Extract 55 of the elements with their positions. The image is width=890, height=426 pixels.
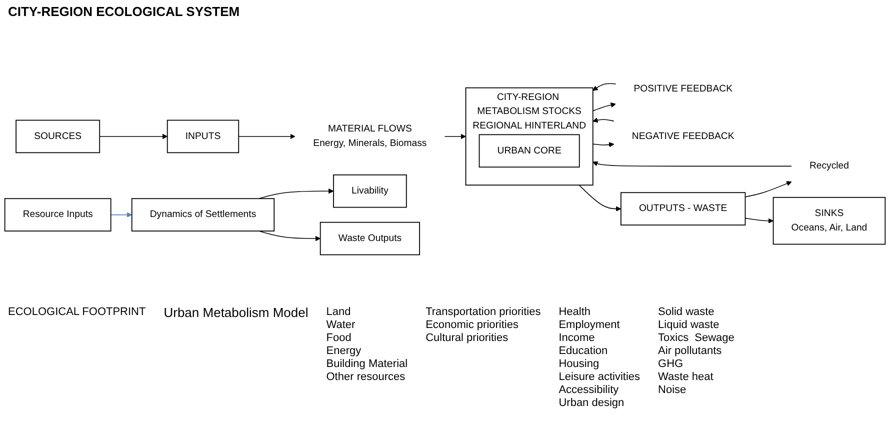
diagram-title: CITY-REGION ECOLOGICAL SYSTEM bbox=[8, 4, 240, 19]
list-item: Noise bbox=[658, 384, 688, 397]
arrow bbox=[578, 184, 622, 212]
list-item: Education bbox=[558, 345, 609, 358]
arrow bbox=[110, 212, 132, 218]
annotation-text: ECOLOGICAL FOOTPRINT bbox=[8, 306, 146, 319]
arrow bbox=[744, 181, 792, 198]
arrow bbox=[592, 162, 792, 167]
list-item: Sewage bbox=[694, 332, 734, 345]
list-item: Land bbox=[326, 306, 352, 319]
arrow bbox=[592, 83, 616, 92]
list-item: Building Material bbox=[326, 358, 408, 371]
list-item: Food bbox=[326, 332, 352, 345]
list-item: Toxics bbox=[658, 332, 689, 345]
list-item: Employment bbox=[558, 319, 621, 332]
node-text: Recycled bbox=[809, 160, 849, 172]
list-item: Air pollutants bbox=[658, 345, 723, 358]
list-item: Other resources bbox=[326, 371, 406, 384]
arrow bbox=[258, 230, 321, 242]
list-item: Transportation priorities bbox=[426, 306, 541, 319]
list-item: Liquid waste bbox=[658, 319, 720, 332]
node-box: Dynamics of Settlements bbox=[131, 198, 275, 232]
node-text: MATERIAL FLOWS Energy, Minerals, Biomass bbox=[313, 124, 427, 149]
node-text: POSITIVE FEEDBACK bbox=[634, 84, 732, 94]
list-item: Solid waste bbox=[658, 306, 716, 319]
list-item: Energy bbox=[326, 345, 362, 358]
arrow bbox=[592, 142, 614, 148]
arrow bbox=[258, 188, 334, 200]
arrow bbox=[592, 118, 614, 123]
list-item: Waste heat bbox=[658, 371, 714, 384]
list-item: Urban design bbox=[558, 397, 626, 410]
list-item: Income bbox=[558, 332, 596, 345]
node-box: OUTPUTS - WASTE bbox=[620, 192, 746, 226]
list-item: GHG bbox=[658, 358, 684, 371]
arrow bbox=[744, 218, 774, 224]
arrow bbox=[99, 134, 168, 140]
node-box: INPUTS bbox=[166, 120, 240, 154]
list-item: Housing bbox=[558, 358, 600, 371]
node-box: Resource Inputs bbox=[4, 198, 112, 232]
node-text: NEGATIVE FEEDBACK bbox=[632, 131, 734, 142]
model-heading: Urban Metabolism Model bbox=[164, 306, 308, 319]
list-item: Cultural priorities bbox=[426, 332, 510, 345]
node-box: URBAN CORE bbox=[478, 134, 580, 168]
node-box: Waste Outputs bbox=[320, 222, 420, 256]
list-item: Water bbox=[326, 319, 356, 332]
node-box: SINKS Oceans, Air, Land bbox=[772, 197, 886, 245]
list-item: Accessibility bbox=[558, 384, 620, 397]
arrow bbox=[444, 134, 466, 140]
node-box: Livability bbox=[333, 174, 407, 208]
list-item: Economic priorities bbox=[426, 319, 520, 332]
node-box: SOURCES bbox=[16, 120, 100, 154]
arrow bbox=[592, 102, 616, 112]
arrow bbox=[238, 134, 296, 140]
list-item: Health bbox=[558, 306, 592, 319]
list-item: Leisure activities bbox=[558, 371, 640, 384]
